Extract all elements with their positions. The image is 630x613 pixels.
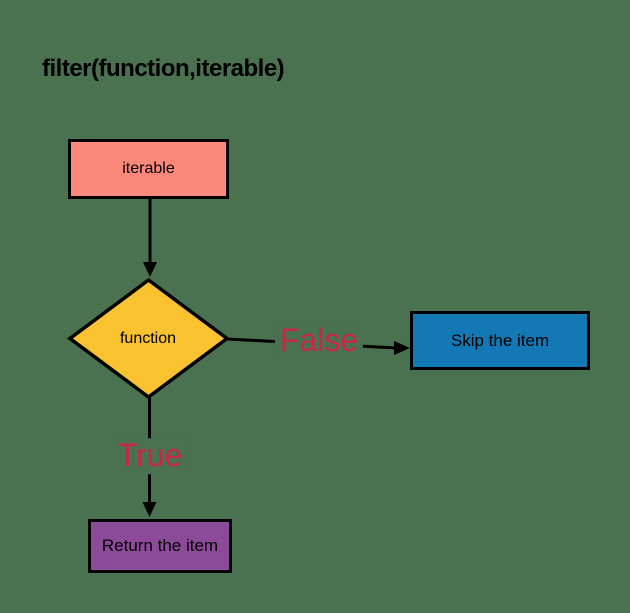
node-return-the-item: Return the item (88, 519, 232, 573)
function-diamond (67, 277, 230, 400)
arrowhead-function-to-return (142, 502, 157, 517)
edge-label-true: True (112, 438, 188, 474)
arrowhead-iterable-to-function (143, 262, 157, 277)
node-skip-the-item: Skip the item (410, 311, 590, 370)
node-iterable: iterable (68, 139, 229, 199)
edge-label-false: False (274, 323, 364, 359)
arrowhead-function-to-skip (394, 341, 410, 355)
diagram-title: filter(function,iterable) (42, 55, 285, 82)
node-function-label: function (119, 330, 177, 347)
